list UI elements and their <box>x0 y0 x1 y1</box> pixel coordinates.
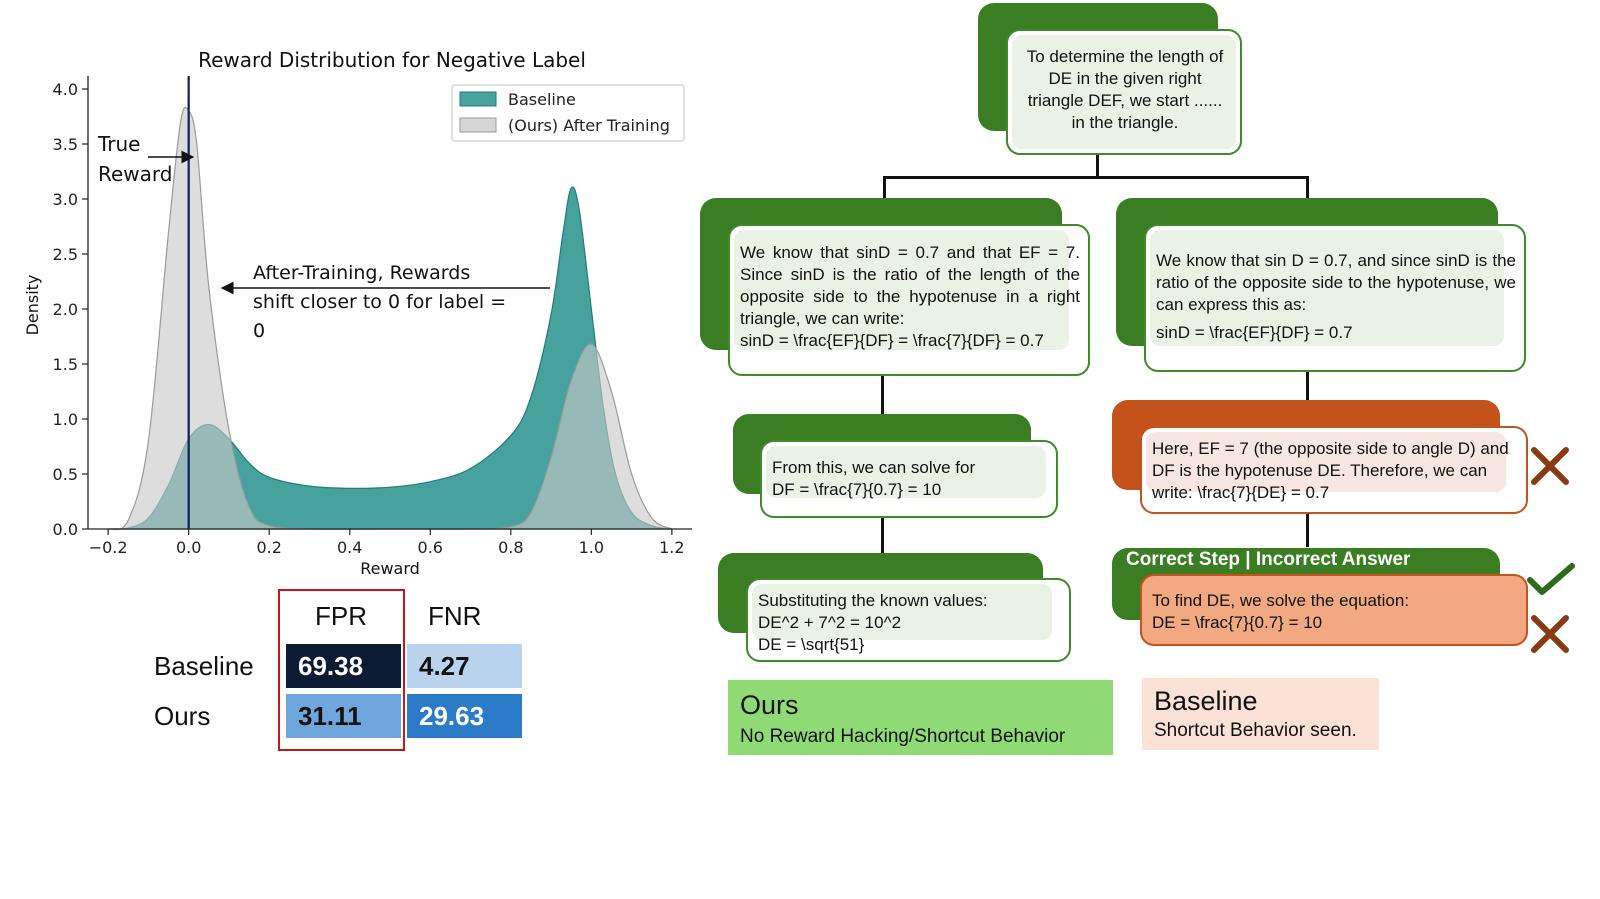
x-tick-label: 0.2 <box>256 538 281 557</box>
legend-label: (Ours) After Training <box>508 116 670 135</box>
legend-swatch <box>459 91 497 107</box>
connector-left-1 <box>881 375 884 415</box>
x-tick-label: 0.6 <box>418 538 443 557</box>
connector-left-2 <box>881 516 884 554</box>
connector-right-1 <box>1306 372 1309 400</box>
left-step3-line2: DE^2 + 7^2 = 10^2 <box>758 613 902 632</box>
y-tick-label: 2.0 <box>53 300 78 319</box>
check-icon <box>1527 563 1575 595</box>
root-node-text: To determine the length of DE in the giv… <box>1026 47 1224 132</box>
series-area-ours <box>107 106 673 531</box>
baseline-fnr-cell: 4.27 <box>407 644 522 688</box>
legend-label: Baseline <box>508 90 576 109</box>
fpr-highlight-box <box>278 589 405 751</box>
left-step3-line1: Substituting the known values: <box>758 591 988 610</box>
y-axis-label: Density <box>23 275 42 336</box>
x-tick-label: 0.4 <box>337 538 362 557</box>
right-step2-node: Here, EF = 7 (the opposite side to angle… <box>1140 426 1528 514</box>
y-tick-label: 1.5 <box>53 355 78 374</box>
left-step1-node: We know that sinD = 0.7 and that EF = 7.… <box>728 224 1090 376</box>
y-tick-label: 3.0 <box>53 190 78 209</box>
right-step1-formula: sinD = \frac{EF}{DF} = 0.7 <box>1156 323 1353 342</box>
left-step2-node: From this, we can solve for DF = \frac{7… <box>760 440 1058 518</box>
baseline-label-subtitle: Shortcut Behavior seen. <box>1154 720 1357 741</box>
right-step3-header: Correct Step | Incorrect Answer <box>1126 549 1411 570</box>
reward-distribution-chart: −0.2 0.0 0.2 0.4 0.6 0.8 1.0 1.2 0.0 0.5 1.0 1.5 2.0… <box>23 48 692 578</box>
baseline-label-title: Baseline <box>1154 686 1258 716</box>
right-step3-node: To find DE, we solve the equation: DE = … <box>1140 574 1528 646</box>
ours-fnr-cell: 29.63 <box>407 694 522 738</box>
x-tick-label: 1.0 <box>579 538 604 557</box>
left-step1-text: We know that sinD = 0.7 and that EF = 7.… <box>740 243 1080 328</box>
connector-left-down <box>883 176 886 201</box>
cross-icon <box>1531 447 1569 485</box>
x-tick-label: 1.2 <box>659 538 684 557</box>
ours-row-label: Ours <box>154 701 211 731</box>
ours-label-subtitle: No Reward Hacking/Shortcut Behavior <box>740 726 1066 747</box>
x-tick-label: −0.2 <box>89 538 128 557</box>
chart-title: Reward Distribution for Negative Label <box>198 48 586 72</box>
ours-label-box: Ours No Reward Hacking/Shortcut Behavior <box>728 680 1113 755</box>
right-step3-line1: To find DE, we solve the equation: <box>1152 591 1410 610</box>
y-tick-label: 0.0 <box>53 520 78 539</box>
baseline-fpr-cell: 69.38 <box>286 644 401 688</box>
right-step2-text: Here, EF = 7 (the opposite side to angle… <box>1152 439 1509 502</box>
right-step1-text: We know that sin D = 0.7, and since sinD… <box>1156 251 1516 314</box>
right-step3-line2: DE = \frac{7}{0.7} = 10 <box>1152 613 1323 632</box>
fnr-header: FNR <box>428 601 482 631</box>
connector-branch <box>883 176 1308 179</box>
fpr-header: FPR <box>315 601 367 631</box>
left-step3-node: Substituting the known values: DE^2 + 7^… <box>746 578 1071 662</box>
connector-root <box>1096 155 1099 177</box>
baseline-row-label: Baseline <box>154 651 254 681</box>
connector-right-down <box>1306 176 1309 201</box>
y-tick-label: 4.0 <box>53 80 78 99</box>
ours-label-title: Ours <box>740 690 799 720</box>
y-tick-label: 3.5 <box>53 135 78 154</box>
y-tick-label: 0.5 <box>53 465 78 484</box>
legend-swatch <box>459 117 497 133</box>
ours-fpr-cell: 31.11 <box>286 694 401 738</box>
x-axis-label: Reward <box>360 559 420 578</box>
x-tick-label: 0.0 <box>176 538 201 557</box>
baseline-label-box: Baseline Shortcut Behavior seen. <box>1142 678 1379 750</box>
x-tick-label: 0.8 <box>498 538 523 557</box>
legend-box <box>451 84 685 142</box>
y-tick-label: 1.0 <box>53 410 78 429</box>
connector-right-2 <box>1306 511 1309 547</box>
y-tick-label: 2.5 <box>53 245 78 264</box>
left-step2-line2: DF = \frac{7}{0.7} = 10 <box>772 480 942 499</box>
root-node: To determine the length of DE in the giv… <box>1006 29 1242 155</box>
left-step1-formula: sinD = \frac{EF}{DF} = \frac{7}{DF} = 0.… <box>740 331 1044 350</box>
cross-icon <box>1531 615 1569 653</box>
left-step3-line3: DE = \sqrt{51} <box>758 635 865 654</box>
right-step1-node: We know that sin D = 0.7, and since sinD… <box>1144 224 1526 372</box>
left-step2-line1: From this, we can solve for <box>772 458 976 477</box>
